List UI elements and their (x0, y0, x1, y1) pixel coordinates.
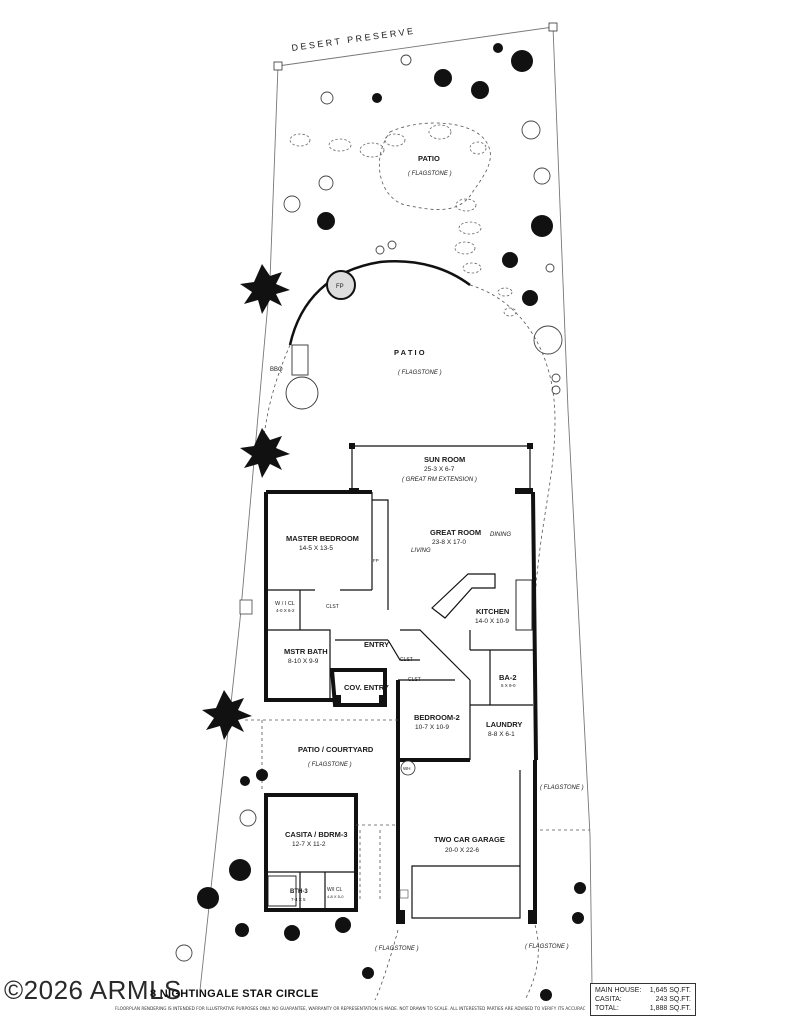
garage-size: 20-0 X 22-6 (445, 847, 479, 854)
wic2-size: 4-8 X 5-0 (327, 894, 344, 899)
master-bedroom-size: 14-5 X 13-5 (299, 545, 333, 552)
patio-upper-name: PATIO (418, 154, 440, 163)
sun-room-note: ( GREAT RM EXTENSION ) (402, 477, 477, 483)
wh-label: WH (403, 766, 411, 771)
courtyard-name: PATIO / COURTYARD (298, 745, 374, 754)
patio-main-material: ( FLAGSTONE ) (398, 370, 442, 376)
property-address: 8 NIGHTINGALE STAR CIRCLE (150, 988, 319, 1000)
square-footage-table: MAIN HOUSE: 1,645 SQ.FT. CASITA: 243 SQ.… (590, 983, 696, 1016)
sqft-value: 243 SQ.FT. (655, 996, 691, 1003)
bedroom2-name: BEDROOM-2 (414, 713, 460, 722)
wic2-name: W/I CL (327, 887, 342, 893)
clst2-label: CLST (400, 657, 413, 663)
great-room-name: GREAT ROOM (430, 528, 481, 537)
sqft-label: MAIN HOUSE: (595, 987, 642, 994)
sqft-row-total: TOTAL: 1,888 SQ.FT. (595, 1004, 691, 1013)
casita-name: CASITA / BDRM-3 (285, 830, 348, 839)
firepit (326, 270, 356, 300)
sqft-value: 1,888 SQ.FT. (649, 1005, 691, 1012)
sqft-row-main: MAIN HOUSE: 1,645 SQ.FT. (595, 986, 691, 995)
bedroom2-size: 10-7 X 10-9 (415, 724, 449, 731)
bbq (291, 344, 309, 376)
wic-name: W / I CL (275, 601, 295, 607)
landscape-shrubs (197, 43, 586, 1001)
sqft-label: TOTAL: (595, 1005, 619, 1012)
great-room-size: 23-8 X 17-0 (432, 539, 466, 546)
patio-upper-material: ( FLAGSTONE ) (408, 171, 452, 177)
flagstone-bottom-right: ( FLAGSTONE ) (525, 944, 569, 950)
mstr-bath-size: 8-10 X 9-9 (288, 658, 319, 665)
bth3-size: 7-4 X 5 (291, 897, 306, 902)
flagstone-bottom-left: ( FLAGSTONE ) (375, 946, 419, 952)
kitchen-size: 14-0 X 10-9 (475, 618, 509, 625)
ba2-size: 5 X 9-0 (501, 683, 516, 688)
patio-main-name: P A T I O (394, 348, 425, 357)
laundry-name: LAUNDRY (486, 720, 522, 729)
kitchen-name: KITCHEN (476, 607, 509, 616)
master-bedroom-name: MASTER BEDROOM (286, 534, 359, 543)
upper-patio-stones (289, 122, 517, 317)
house-walls (264, 443, 538, 924)
clst1-label: CLST (326, 604, 339, 610)
landscape-outlined-plants (175, 54, 563, 962)
dining-label: DINING (490, 532, 511, 538)
bth3-name: BTH-3 (290, 889, 308, 895)
fp2-label: FP (373, 558, 379, 563)
mstr-bath-name: MSTR BATH (284, 647, 328, 656)
bbq-label: BBQ (270, 367, 283, 373)
garage-name: TWO CAR GARAGE (434, 835, 505, 844)
sun-room-size: 25-3 X 6-7 (424, 466, 455, 473)
ba2-name: BA-2 (499, 673, 517, 682)
living-label: LIVING (411, 548, 431, 554)
sqft-label: CASITA: (595, 996, 622, 1003)
copyright-watermark: ©2026 ARMLS (4, 975, 182, 1005)
entry-label: ENTRY (364, 640, 389, 649)
landscape-trees (202, 264, 290, 740)
laundry-size: 8-8 X 6-1 (488, 731, 515, 738)
flagstone-right: ( FLAGSTONE ) (540, 785, 584, 791)
fp-label: FP (336, 284, 344, 290)
cov-entry-label: COV. ENTRY (344, 683, 389, 692)
wic-size: 4-0 X 6-2 (276, 608, 295, 613)
main-patio-outline (261, 284, 556, 601)
courtyard-material: ( FLAGSTONE ) (308, 762, 352, 768)
casita-size: 12-7 X 11-2 (292, 841, 326, 848)
sun-room-name: SUN ROOM (424, 455, 465, 464)
disclaimer-text: FLOORPLAN RENDERING IS INTENDED FOR ILLU… (115, 1006, 585, 1011)
sqft-row-casita: CASITA: 243 SQ.FT. (595, 995, 691, 1004)
clst3-label: CLST (408, 677, 421, 683)
sqft-value: 1,645 SQ.FT. (649, 987, 691, 994)
